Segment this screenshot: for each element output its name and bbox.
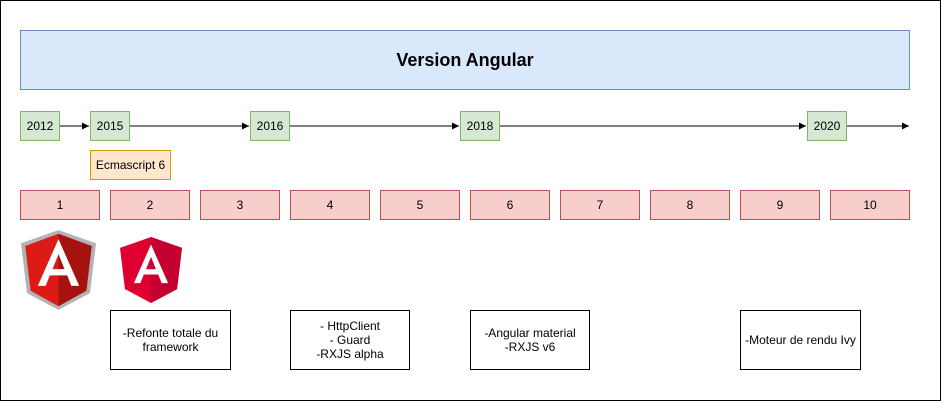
ecmascript-badge: Ecmascript 6 [90, 150, 171, 180]
note-version-9: -Moteur de rendu Ivy [740, 310, 861, 370]
version-5: 5 [380, 190, 460, 220]
version-7: 7 [560, 190, 640, 220]
version-9: 9 [740, 190, 820, 220]
title-banner: Version Angular [20, 30, 910, 90]
note-version-6: -Angular material -RXJS v6 [470, 310, 590, 370]
angularjs-logo [21, 230, 96, 310]
year-2015: 2015 [90, 111, 130, 141]
version-6: 6 [470, 190, 550, 220]
year-2012: 2012 [20, 111, 60, 141]
diagram-title: Version Angular [396, 49, 534, 70]
version-8: 8 [650, 190, 730, 220]
note-version-4: - HttpClient - Guard -RXJS alpha [290, 310, 410, 370]
note-version-2: -Refonte totale du framework [110, 310, 231, 370]
year-2016: 2016 [250, 111, 290, 141]
angular-logo [120, 237, 182, 303]
version-3: 3 [200, 190, 280, 220]
version-10: 10 [830, 190, 910, 220]
year-2020: 2020 [807, 111, 847, 141]
version-1: 1 [20, 190, 100, 220]
version-4: 4 [290, 190, 370, 220]
version-2: 2 [110, 190, 190, 220]
year-2018: 2018 [460, 111, 500, 141]
